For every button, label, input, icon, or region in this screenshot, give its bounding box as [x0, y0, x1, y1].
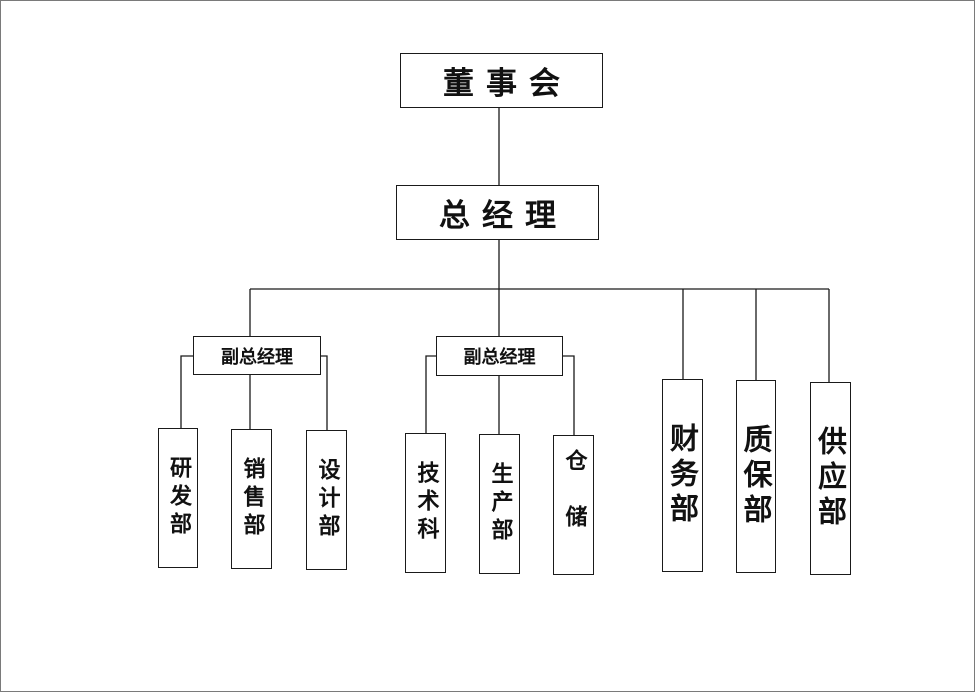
supply-dept-node: 供应部: [810, 382, 851, 575]
rd-dept-node: 研发部: [158, 428, 198, 568]
tech-dept-label: 技术科: [413, 461, 439, 545]
finance-dept-label: 财务部: [665, 423, 700, 528]
board-node: 董事会: [400, 53, 603, 108]
tech-dept-node: 技术科: [405, 433, 446, 573]
sales-dept-label: 销售部: [239, 457, 265, 541]
connector-vp-left-rd: [180, 355, 193, 428]
qa-dept-label: 质保部: [739, 424, 773, 529]
finance-dept-node: 财务部: [662, 379, 703, 572]
storage-dept-node: 仓储: [553, 435, 594, 575]
vp-left-node: 副总经理: [193, 336, 321, 375]
production-dept-label: 生产部: [487, 462, 513, 546]
connector-vp-left-design: [321, 355, 328, 430]
storage-dept-label: 仓储: [561, 449, 587, 561]
supply-dept-label: 供应部: [813, 426, 848, 531]
connector-vp-right-storage: [563, 355, 575, 435]
qa-dept-node: 质保部: [736, 380, 776, 573]
production-dept-node: 生产部: [479, 434, 520, 574]
vp-right-label: 副总经理: [463, 347, 536, 368]
vp-right-node: 副总经理: [436, 336, 563, 376]
ceo-label: 总经理: [439, 198, 568, 234]
design-dept-node: 设计部: [306, 430, 347, 570]
sales-dept-node: 销售部: [231, 429, 272, 569]
ceo-node: 总经理: [396, 185, 599, 240]
board-label: 董事会: [443, 66, 572, 102]
connector-vp-right-tech: [425, 355, 436, 433]
rd-dept-label: 研发部: [166, 456, 191, 540]
vp-left-label: 副总经理: [221, 346, 293, 368]
design-dept-label: 设计部: [314, 458, 340, 542]
